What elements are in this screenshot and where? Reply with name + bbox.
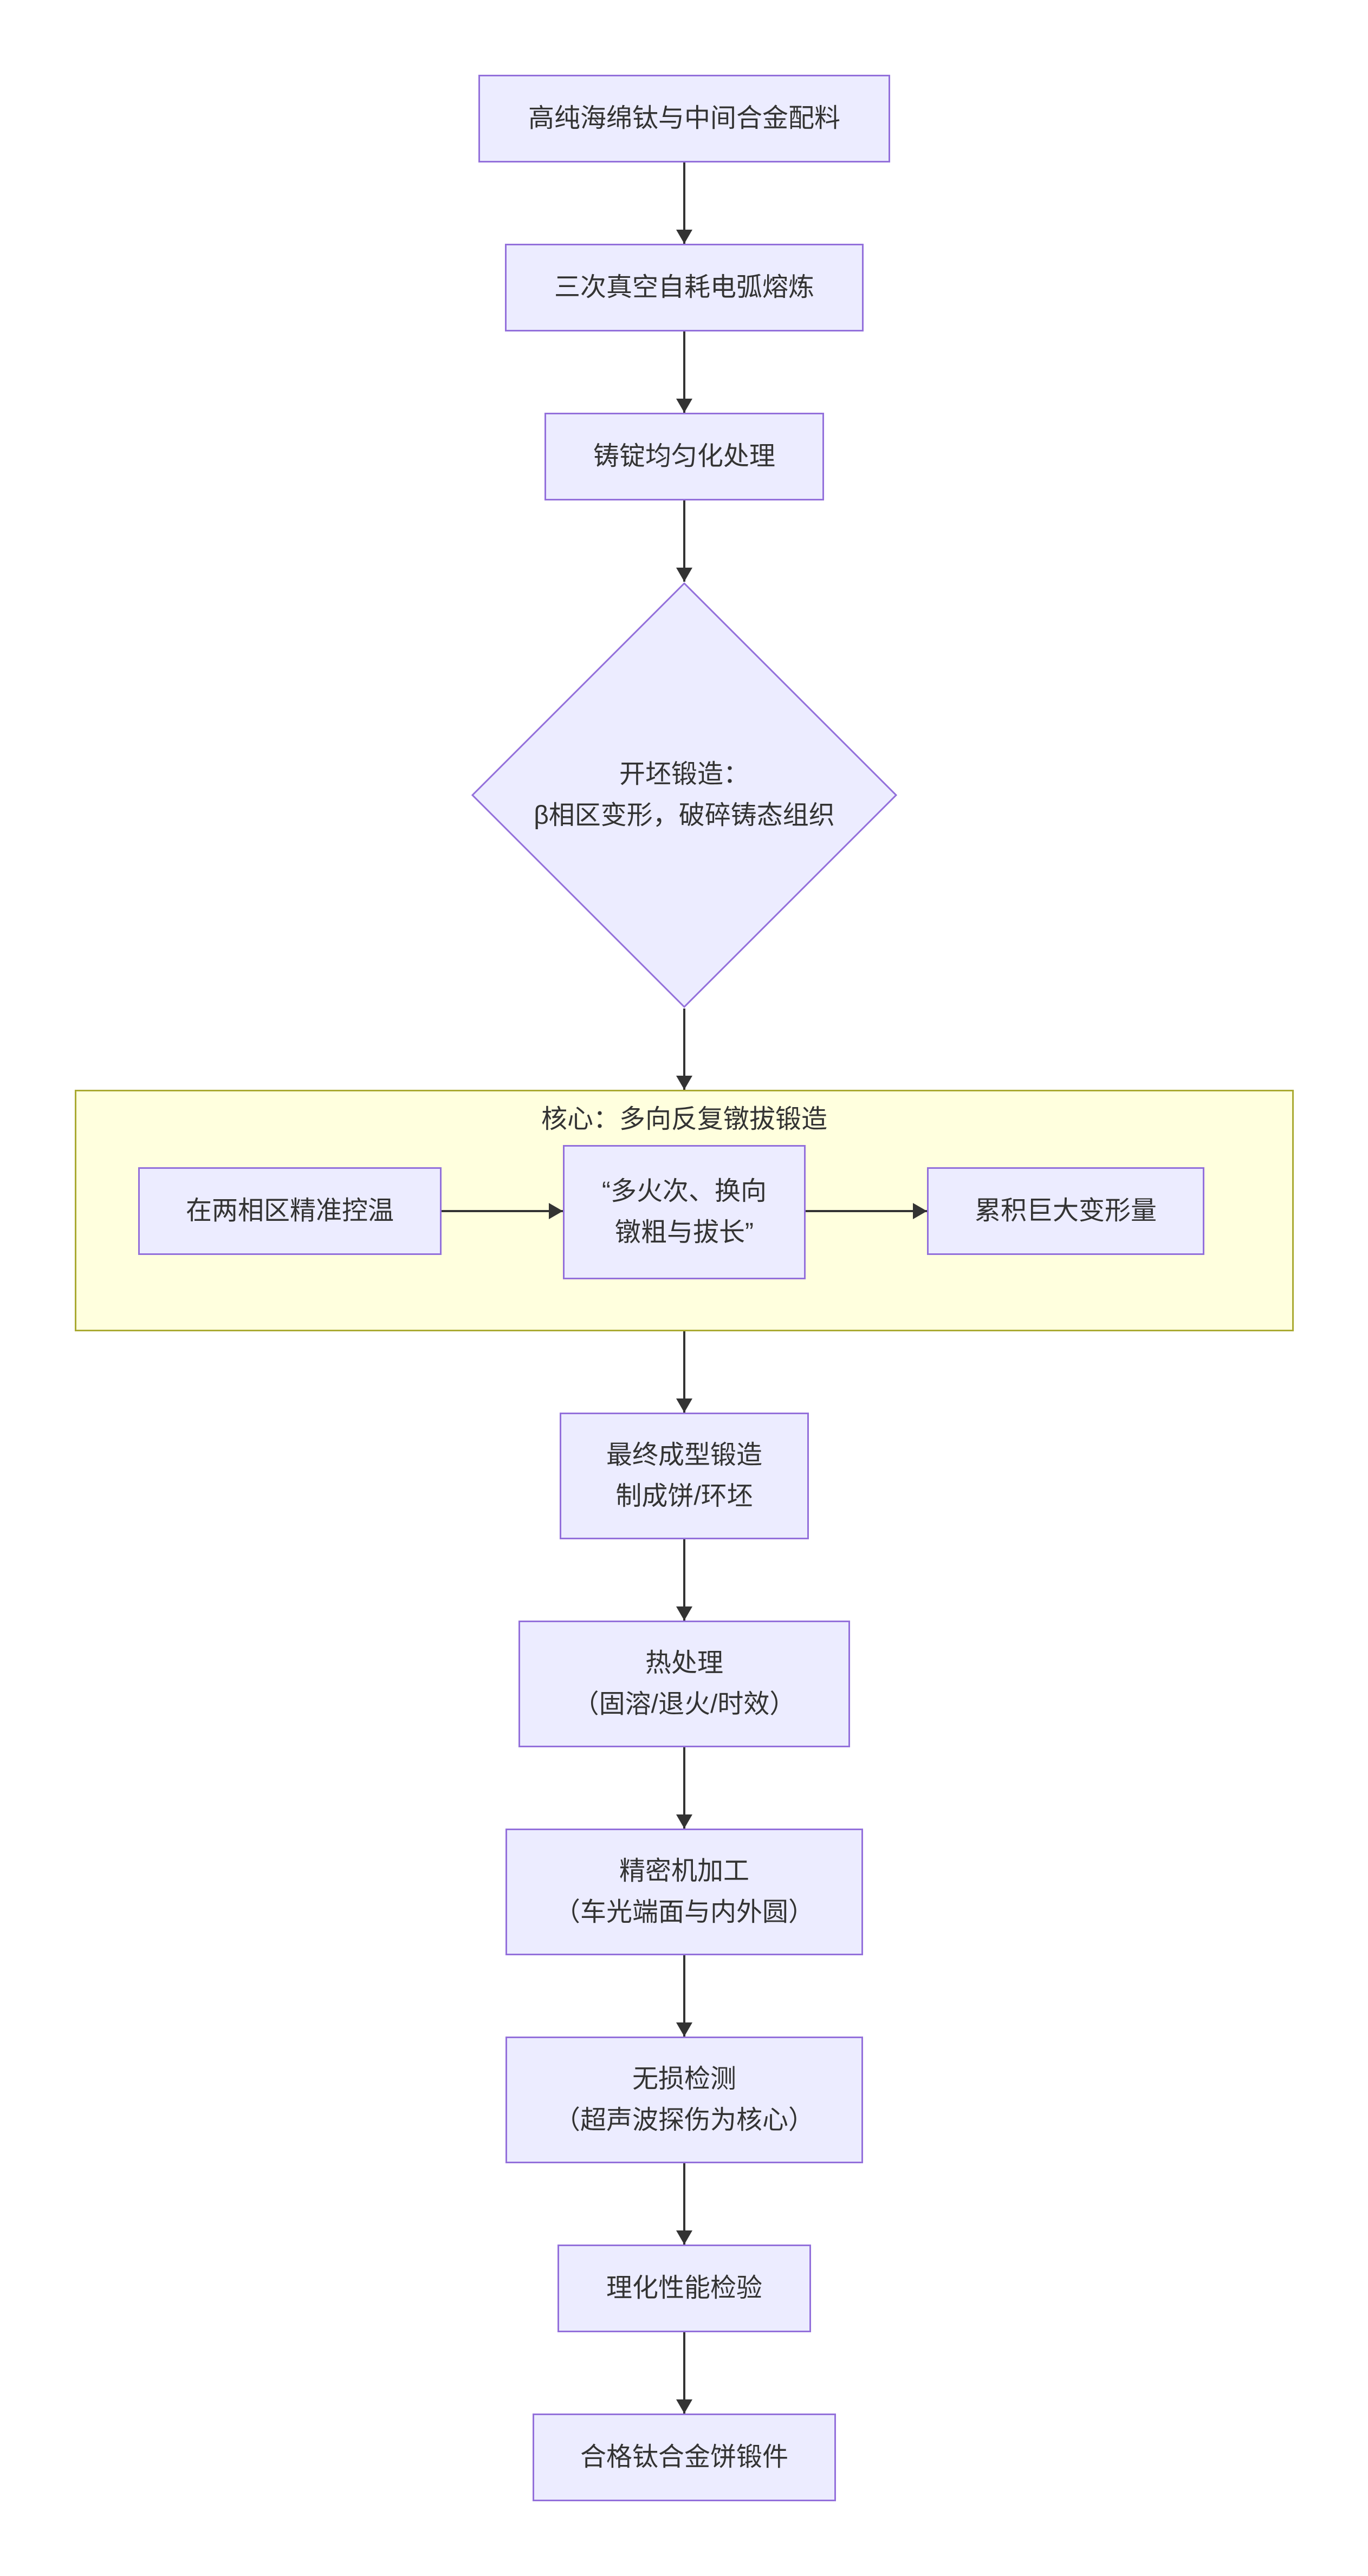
edge-line <box>442 1210 563 1212</box>
arrowhead-right-icon <box>913 1203 927 1219</box>
node-accumulated-strain-label: 累积巨大变形量 <box>974 1196 1157 1225</box>
edge-line <box>683 1539 685 1621</box>
cluster-core-forging-title: 核心：多向反复镦拔锻造 <box>541 1105 827 1134</box>
edge-line <box>683 2163 685 2245</box>
edge-ndt-propertytesting <box>676 2163 692 2245</box>
decision-cogging: 开坯锻造： β相区变形，破碎铸态组织 <box>471 582 898 1009</box>
node-homogenization: 铸锭均匀化处理 <box>544 413 824 500</box>
node-accumulated-strain: 累积巨大变形量 <box>927 1167 1204 1255</box>
edge-temperature-upsetting <box>442 1203 563 1219</box>
node-temperature-control-label: 在两相区精准控温 <box>185 1196 394 1225</box>
node-batching: 高纯海绵钛与中间合金配料 <box>478 75 890 162</box>
arrowhead-down-icon <box>676 1398 692 1413</box>
edge-line <box>806 1210 927 1212</box>
edge-homogenization-cogging <box>676 500 692 582</box>
arrowhead-down-icon <box>676 2399 692 2414</box>
arrowhead-down-icon <box>676 1076 692 1090</box>
node-upsetting-drawing-label: “多火次、换向 镦粗与拔长” <box>602 1177 767 1247</box>
edge-cogging-cluster <box>676 1009 692 1090</box>
edge-machining-ndt <box>676 1955 692 2037</box>
node-qualified-product: 合格钛合金饼锻件 <box>533 2414 836 2501</box>
node-ndt-label: 无损检测 （超声波探伤为核心） <box>554 2065 814 2135</box>
edge-line <box>683 1747 685 1829</box>
arrowhead-down-icon <box>676 568 692 582</box>
edge-finalforging-heattreatment <box>676 1539 692 1621</box>
node-property-testing: 理化性能检验 <box>557 2245 811 2332</box>
node-homogenization-label: 铸锭均匀化处理 <box>593 442 775 471</box>
arrowhead-right-icon <box>549 1203 563 1219</box>
node-heat-treatment: 热处理 （固溶/退火/时效） <box>518 1621 850 1747</box>
node-machining-label: 精密机加工 （车光端面与内外圆） <box>554 1857 814 1927</box>
edge-heattreatment-machining <box>676 1747 692 1829</box>
edge-line <box>683 1009 685 1090</box>
edge-propertytesting-product <box>676 2332 692 2414</box>
node-melting-label: 三次真空自耗电弧熔炼 <box>554 273 814 302</box>
arrowhead-down-icon <box>676 2230 692 2245</box>
node-temperature-control: 在两相区精准控温 <box>138 1167 442 1255</box>
node-qualified-product-label: 合格钛合金饼锻件 <box>580 2443 788 2471</box>
edge-line <box>683 331 685 413</box>
node-final-forging: 最终成型锻造 制成饼/环坯 <box>560 1413 809 1539</box>
edge-upsetting-strain <box>806 1203 927 1219</box>
node-upsetting-drawing: “多火次、换向 镦粗与拔长” <box>563 1145 806 1279</box>
edge-line <box>683 1331 685 1413</box>
arrowhead-down-icon <box>676 399 692 413</box>
edge-line <box>683 500 685 582</box>
arrowhead-down-icon <box>676 2022 692 2037</box>
node-heat-treatment-label: 热处理 （固溶/退火/时效） <box>573 1649 796 1719</box>
arrowhead-down-icon <box>676 1606 692 1621</box>
edge-line <box>683 2332 685 2414</box>
edge-line <box>683 1955 685 2037</box>
arrowhead-down-icon <box>676 1814 692 1829</box>
edge-melting-homogenization <box>676 331 692 413</box>
edge-line <box>683 162 685 244</box>
node-machining: 精密机加工 （车光端面与内外圆） <box>505 1829 863 1955</box>
node-melting: 三次真空自耗电弧熔炼 <box>505 244 864 331</box>
node-batching-label: 高纯海绵钛与中间合金配料 <box>528 104 840 133</box>
edge-cluster-finalforging <box>676 1331 692 1413</box>
edge-batching-melting <box>676 162 692 244</box>
arrowhead-down-icon <box>676 230 692 244</box>
node-final-forging-label: 最终成型锻造 制成饼/环坯 <box>606 1441 762 1511</box>
decision-cogging-label: 开坯锻造： β相区变形，破碎铸态组织 <box>534 760 835 830</box>
diamond-shape <box>471 582 898 1009</box>
node-property-testing-label: 理化性能检验 <box>606 2274 762 2302</box>
node-ndt: 无损检测 （超声波探伤为核心） <box>505 2037 863 2163</box>
